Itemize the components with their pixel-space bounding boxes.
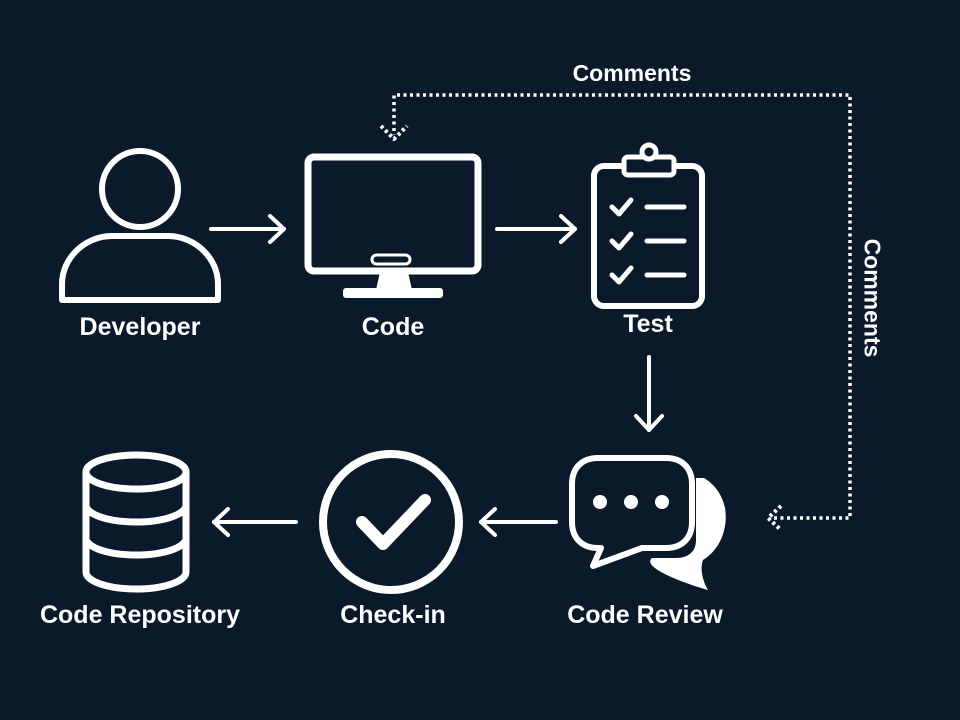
comments-side-label: Comments <box>859 238 886 358</box>
comments-top-label: Comments <box>572 60 692 86</box>
check-in-label: Check-in <box>340 601 446 629</box>
person-icon <box>59 148 221 303</box>
arrow-review-to-checkin <box>479 507 558 537</box>
feedback-arrowhead-down <box>379 124 409 141</box>
code-label: Code <box>361 313 425 341</box>
check-circle-icon <box>319 450 463 594</box>
code-repository-label: Code Repository <box>39 601 241 629</box>
code-review-label: Code Review <box>567 601 723 629</box>
developer-label: Developer <box>79 313 201 341</box>
clipboard-checklist-icon <box>591 142 705 309</box>
chat-bubbles-icon <box>569 455 726 590</box>
arrow-developer-to-code <box>209 214 286 244</box>
arrow-checkin-to-repository <box>212 507 298 537</box>
test-label: Test <box>623 310 673 338</box>
arrow-code-to-test <box>495 214 577 244</box>
arrow-test-to-review <box>634 355 664 432</box>
monitor-icon <box>304 153 482 298</box>
database-icon <box>82 451 190 593</box>
